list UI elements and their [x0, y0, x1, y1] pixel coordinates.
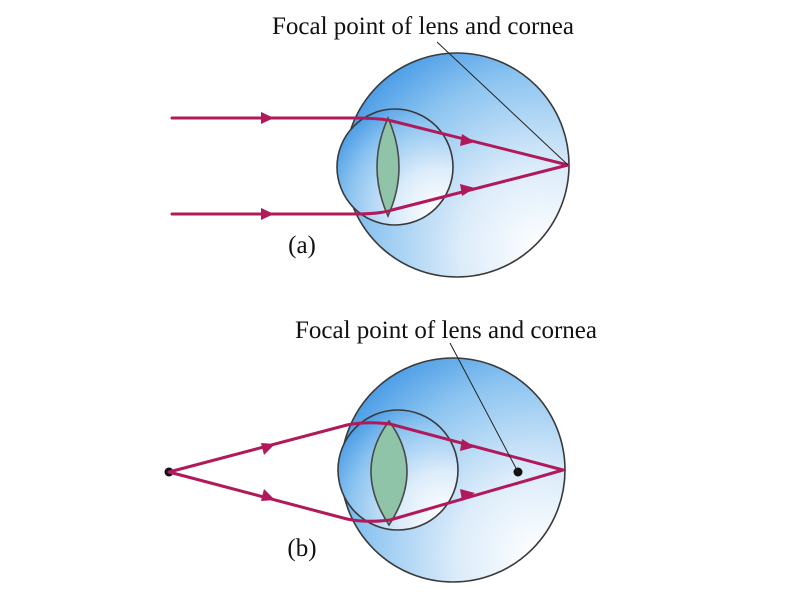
crystalline-lens	[370, 419, 408, 527]
focal-point-label: Focal point of lens and cornea	[295, 317, 597, 344]
arrowhead	[261, 112, 274, 124]
crystalline-lens	[376, 116, 400, 218]
arrowhead	[261, 443, 275, 455]
arrowhead	[460, 184, 475, 196]
panel-label-b: (b)	[287, 535, 316, 562]
focal-pointer-line	[436, 41, 569, 166]
light-rays-a	[170, 116, 570, 216]
lower-ray	[170, 163, 570, 216]
panel-b: Focal point of lens and cornea (b)	[164, 317, 597, 583]
panel-label-a: (a)	[288, 232, 316, 259]
ray-arrowheads-b	[261, 439, 475, 501]
panel-a: Focal point of lens and cornea (a)	[170, 13, 574, 278]
arrowhead	[261, 208, 274, 220]
upper-ray	[170, 116, 570, 167]
arrowhead	[460, 134, 475, 146]
lower-ray	[167, 468, 565, 523]
arrowhead	[460, 439, 475, 451]
arrowhead	[460, 489, 475, 501]
light-rays-b	[167, 421, 565, 523]
ray-arrowheads-a	[261, 112, 475, 220]
focal-pointer-line	[449, 342, 519, 473]
upper-ray	[167, 421, 565, 474]
arrowhead	[261, 489, 275, 501]
focal-point-label: Focal point of lens and cornea	[272, 13, 574, 40]
eyeball-a	[336, 52, 570, 278]
